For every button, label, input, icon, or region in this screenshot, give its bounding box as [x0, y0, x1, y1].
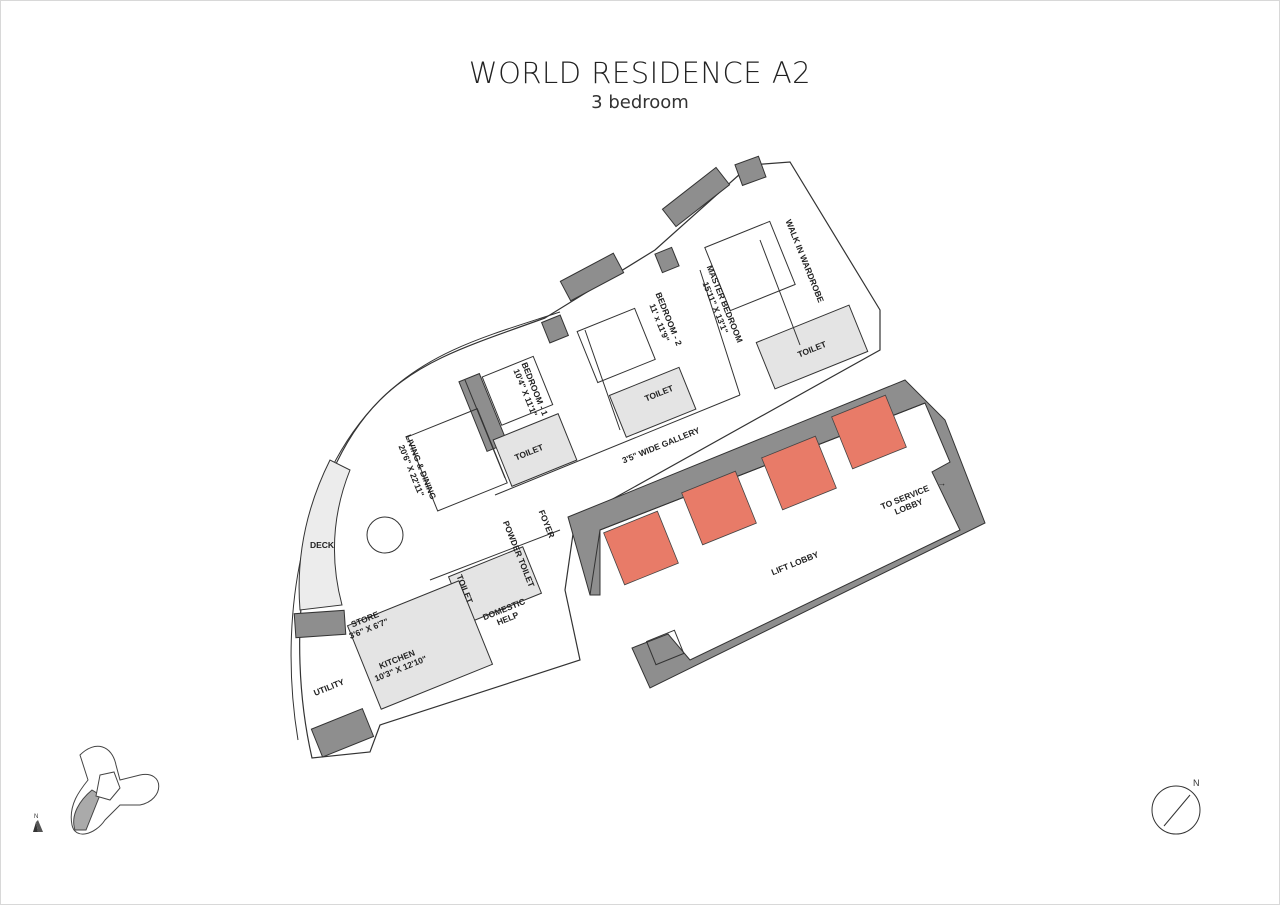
- north-compass: N: [1151, 778, 1201, 835]
- lift-core-wall: [567, 379, 986, 689]
- key-plan: N: [33, 745, 160, 835]
- page-title: WORLD RESIDENCE A2: [468, 56, 812, 90]
- lift-car: [681, 470, 757, 546]
- svg-text:TO SERVICELOBBY: TO SERVICELOBBY: [879, 483, 934, 521]
- facade-columns: [293, 155, 767, 758]
- curved-facade: [290, 311, 561, 741]
- lift-car: [603, 510, 679, 586]
- lift-car: [761, 435, 837, 511]
- deck-label: DECK: [310, 540, 335, 550]
- page-subtitle: 3 bedroom: [591, 92, 689, 113]
- lifts: [603, 394, 907, 586]
- lift-lobby-label: LIFT LOBBY: [770, 549, 820, 577]
- key-plan-n-label: N: [34, 814, 38, 820]
- deck-area: [298, 459, 351, 611]
- compass-n-label: N: [1193, 778, 1200, 788]
- service-arrow-icon: →: [938, 478, 947, 488]
- wet-areas: [346, 304, 869, 710]
- room-partitions: [366, 220, 801, 581]
- lift-car: [831, 394, 907, 470]
- shaft: [645, 629, 685, 666]
